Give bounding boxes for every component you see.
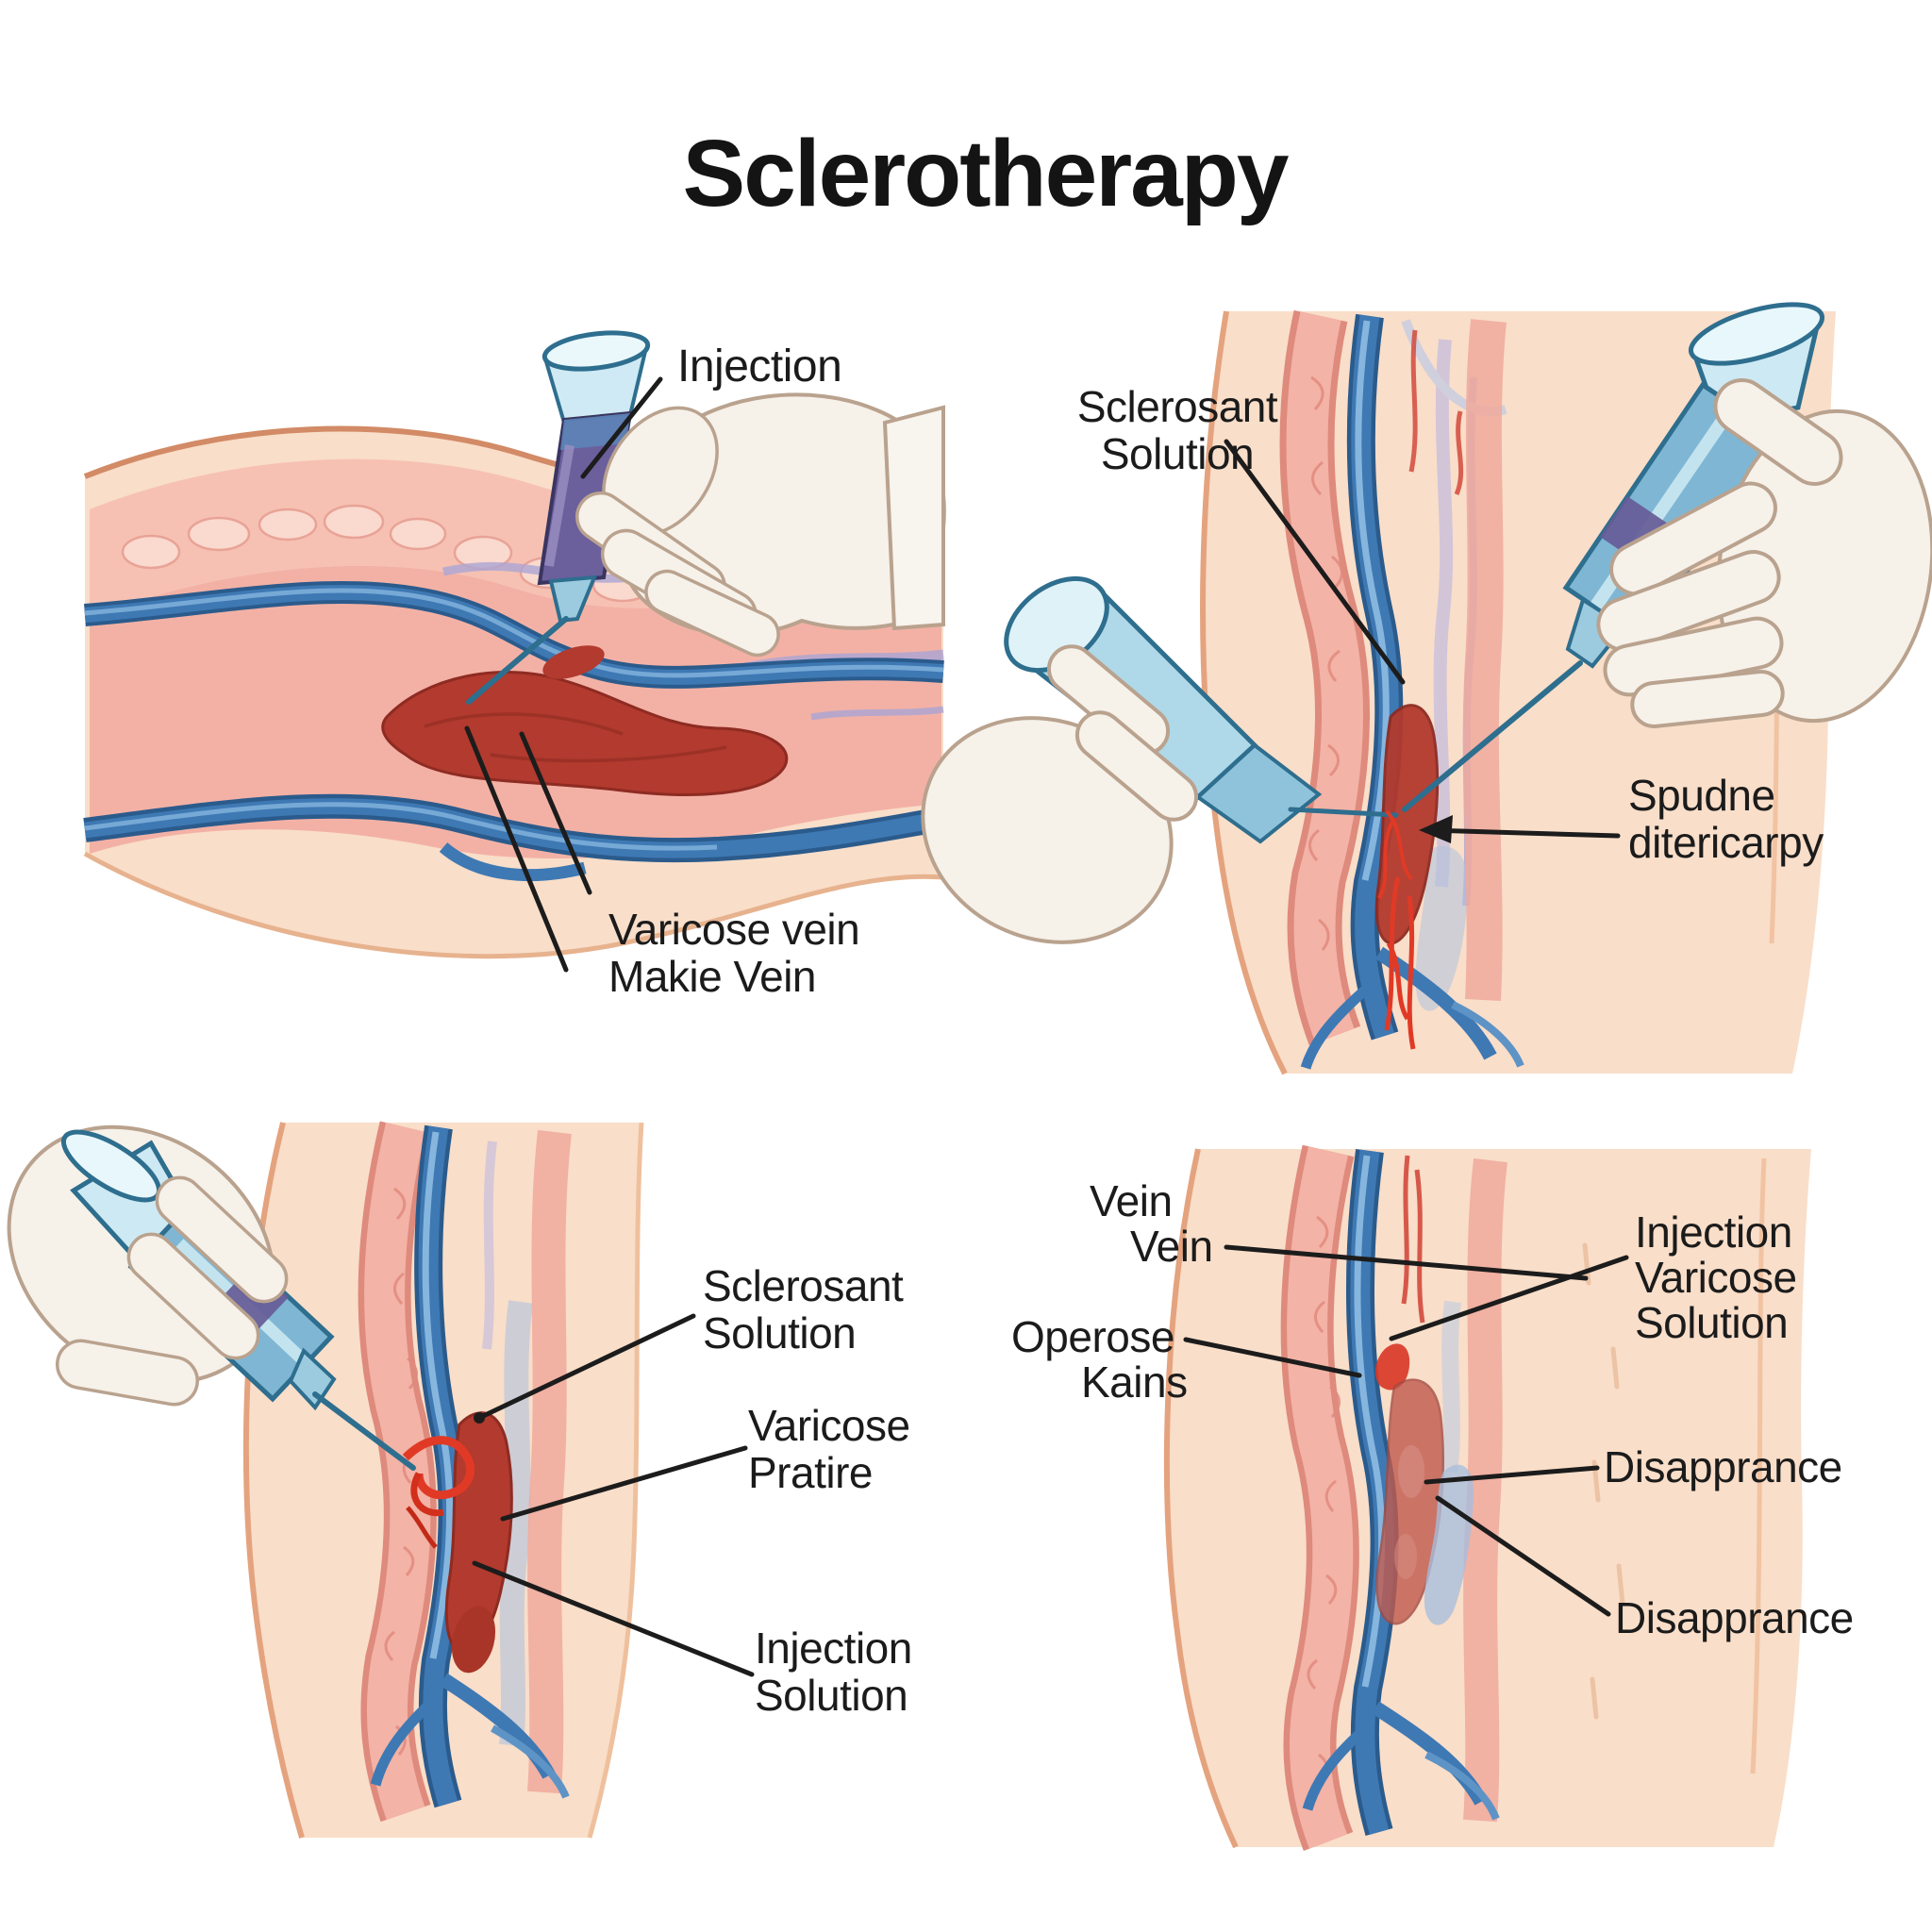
leader-lines-step2 — [1224, 439, 1621, 839]
probe-needle — [1288, 807, 1399, 818]
leader-varicose-2 — [519, 731, 592, 895]
leader-spudne — [1427, 827, 1621, 839]
label-sclerosant-solution-2: Sclerosant Solution — [703, 1261, 904, 1357]
label-varicose-pratire: Varicose Pratire — [748, 1402, 910, 1496]
leader-sclerosant — [1224, 439, 1406, 685]
label-disapprance-1: Disapprance — [1604, 1442, 1842, 1491]
label-injection: Injection — [677, 341, 842, 391]
label-sclerosant2-line1: Sclerosant — [703, 1261, 904, 1310]
label-varicose-vein-line2: Makie Vein — [608, 952, 817, 1001]
skin-texture — [1582, 1242, 1625, 1720]
blue-vein-3 — [370, 1124, 570, 1808]
gloved-hand-4-fingers — [56, 1175, 289, 1407]
leader-dot — [474, 1412, 485, 1424]
limb-right-edge-3 — [587, 1122, 644, 1839]
leader-operose — [1183, 1337, 1362, 1378]
syringe-needle — [466, 616, 569, 705]
leader-injection-3 — [472, 1560, 755, 1677]
label-spudne-line1: Spudne — [1628, 771, 1775, 820]
probe-red-tracery — [1377, 809, 1413, 899]
varicose-vein-shape-3 — [444, 1411, 513, 1674]
label-sclerosant-solution: Sclerosant Solution — [1064, 383, 1291, 477]
syringe-sheen — [544, 444, 575, 567]
label-operose: Operose — [1011, 1312, 1174, 1361]
vein-wall-far — [1462, 319, 1507, 1001]
label-injection4-line1: Injection — [1635, 1208, 1792, 1257]
syringe3-needle — [312, 1391, 416, 1471]
label-varicose2-line1: Varicose — [748, 1401, 910, 1450]
gloved-hand-fingers — [575, 406, 780, 658]
label-spudne-line2: ditericarpy — [1628, 818, 1824, 867]
leader-disapprance-2 — [1435, 1495, 1611, 1617]
label-varicose2-line2: Pratire — [748, 1448, 873, 1497]
label-injection-varicose-solution: Injection Varicose Solution — [1635, 1209, 1797, 1345]
label-sclerosant-line1: Sclerosant — [1076, 382, 1278, 431]
leader-sclerosant-3 — [476, 1313, 696, 1421]
leader-lines-step1 — [464, 376, 663, 973]
label-disapprance-2: Disapprance — [1615, 1593, 1854, 1642]
gloved-hand-2 — [1596, 378, 1932, 728]
label-injection2-line2: Solution — [755, 1671, 908, 1720]
sclerosant-region — [1415, 846, 1469, 1011]
leader-disapprance-1 — [1424, 1465, 1600, 1485]
label-varicose-vein-line1: Varicose vein — [608, 905, 860, 954]
gloved-hand-3 — [921, 644, 1199, 944]
syringe3-hub — [288, 1347, 337, 1411]
sclerosant-streak-4 — [1441, 1300, 1461, 1474]
probe-tip — [1194, 742, 1323, 844]
label-sclerosant2-line2: Solution — [703, 1308, 857, 1357]
leader-injection — [580, 376, 663, 479]
page-title: Sclerotherapy — [682, 121, 1290, 226]
leader-vein — [1224, 1244, 1589, 1281]
label-kains: Kains — [1081, 1357, 1188, 1407]
label-injection-solution: Injection Solution — [755, 1624, 912, 1719]
label-injection2-line1: Injection — [755, 1624, 912, 1673]
label-sclerosant-line2: Solution — [1100, 429, 1255, 478]
label-vein-1: Vein — [1090, 1176, 1173, 1225]
glove-cuff — [882, 405, 945, 631]
panel-step4-artwork — [1163, 1144, 1811, 1852]
blue-vein-lower — [83, 793, 946, 882]
varicose-vein-fading — [1374, 1155, 1445, 1625]
lavender-streak-3 — [482, 1141, 497, 1350]
blue-vein-upper — [84, 580, 944, 689]
disappearance-region — [1424, 1464, 1474, 1625]
leader-varicose-1 — [464, 725, 569, 973]
label-spudne: Spudne ditericarpy — [1628, 772, 1824, 866]
leader-injection-4 — [1389, 1255, 1629, 1341]
panel-step1-artwork — [83, 330, 946, 973]
syringe-flare-rim — [541, 330, 651, 372]
bright-red-loop — [402, 1436, 475, 1549]
vein-wall-tube-4 — [1280, 1144, 1359, 1852]
label-varicose-vein: Varicose vein Makie Vein — [608, 905, 860, 1001]
limb-left-edge-4 — [1163, 1148, 1239, 1849]
leader-spudne-arrowhead — [1419, 815, 1453, 843]
varicose-vein-shape-2 — [1374, 329, 1464, 1050]
syringe-hub — [548, 575, 598, 624]
vein-wall-tube — [1279, 309, 1370, 1046]
label-vein-2: Vein — [1130, 1222, 1213, 1271]
syringe2-flare-rim — [1688, 302, 1825, 366]
vein-wall-tube-3 — [358, 1121, 437, 1823]
leader-varicose-3 — [500, 1445, 748, 1522]
label-injection4-line3: Solution — [1635, 1298, 1789, 1347]
vein-wall-far-4 — [1463, 1158, 1507, 1823]
syringe2-needle — [1402, 660, 1583, 812]
label-injection4-line2: Varicose — [1635, 1253, 1797, 1302]
panel-step3-artwork — [7, 1121, 755, 1839]
leader-lines-step4 — [1183, 1244, 1629, 1617]
panel-step2-artwork — [921, 302, 1932, 1075]
probe-instrument — [1004, 575, 1413, 899]
limb-right-contour-4 — [1750, 1158, 1767, 1774]
skin-bottom-edge — [83, 851, 944, 959]
vein-wall-far-3 — [527, 1129, 572, 1794]
leader-lines-step3 — [472, 1313, 755, 1677]
sclerosant-streak-3 — [499, 1300, 533, 1747]
